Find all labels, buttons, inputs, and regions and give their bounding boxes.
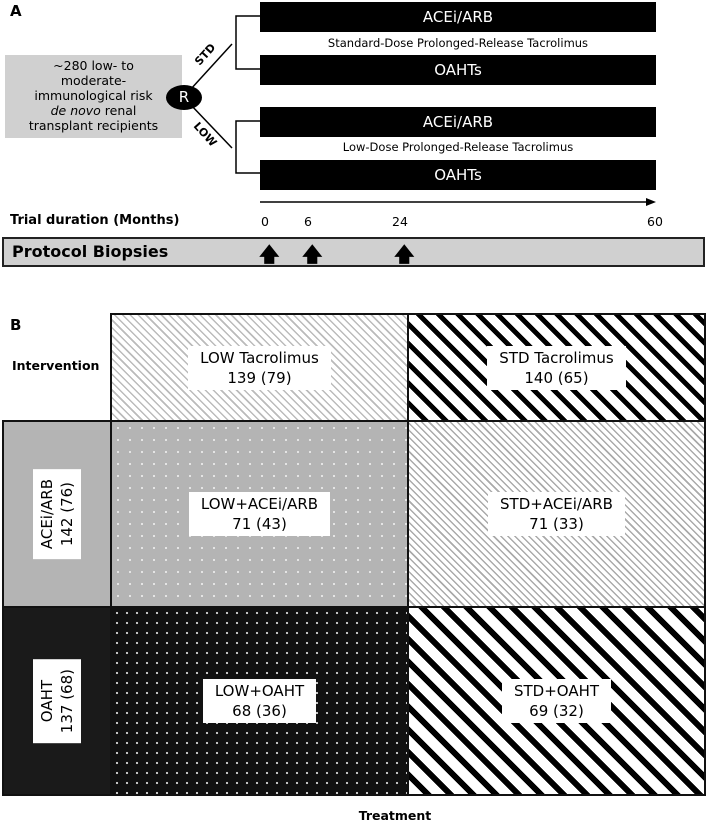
- std-acei-bar: ACEi/ARB: [260, 2, 656, 32]
- cell-count: 71 (33): [529, 515, 584, 533]
- cell-name: STD+ACEi/ARB: [500, 495, 613, 513]
- low-acei-arb-label: LOW+ACEi/ARB 71 (43): [188, 492, 331, 536]
- cell-name: LOW+OAHT: [214, 682, 305, 700]
- low-acei-bar: ACEi/ARB: [260, 107, 656, 137]
- cell-name: LOW+ACEi/ARB: [200, 495, 319, 513]
- trial-duration-label: Trial duration (Months): [10, 213, 180, 228]
- cell-count: 142 (76): [58, 481, 76, 547]
- cell-count: 68 (36): [232, 702, 287, 720]
- low-caption: Low-Dose Prolonged-Release Tacrolimus: [342, 140, 574, 154]
- tick-0: 0: [261, 214, 269, 229]
- low-acei-arb-cell: LOW+ACEi/ARB 71 (43): [110, 420, 409, 608]
- population-text: renal: [100, 103, 137, 118]
- std-oaht-bar: OAHTs: [260, 55, 656, 85]
- cell-name: ACEi/ARB: [38, 478, 56, 550]
- std-acei-arb-label: STD+ACEi/ARB 71 (33): [488, 492, 625, 536]
- cell-name: STD+OAHT: [513, 682, 600, 700]
- panel-a-label: A: [10, 2, 22, 20]
- randomization-tree: [189, 15, 656, 206]
- std-oaht-label: STD+OAHT 69 (32): [501, 679, 612, 723]
- cell-name: STD Tacrolimus: [499, 348, 614, 367]
- arrow-up-icon: 🡅: [302, 242, 323, 266]
- tick-60: 60: [647, 214, 663, 229]
- intervention-label: Intervention: [12, 358, 100, 373]
- population-line: transplant recipients: [28, 118, 159, 133]
- cell-count: 71 (43): [232, 515, 287, 533]
- tick-24: 24: [392, 214, 408, 229]
- low-oaht-cell: LOW+OAHT 68 (36): [110, 606, 409, 796]
- cell-count: 137 (68): [58, 668, 76, 734]
- panel-b-label: B: [10, 316, 22, 334]
- treatment-label: Treatment: [358, 808, 432, 823]
- protocol-biopsies-row: Protocol Biopsies 🡅 🡅 🡅: [2, 237, 705, 267]
- population-line: immunological risk: [34, 88, 153, 103]
- population-line: ~280 low- to: [53, 58, 134, 73]
- tick-6: 6: [304, 214, 312, 229]
- de-novo-text: de novo: [50, 103, 101, 118]
- std-acei-arb-cell: STD+ACEi/ARB 71 (33): [407, 420, 706, 608]
- population-line: moderate-: [60, 73, 127, 88]
- protocol-biopsies-label: Protocol Biopsies: [12, 242, 169, 261]
- cell-name: LOW Tacrolimus: [200, 348, 319, 367]
- std-caption: Standard-Dose Prolonged-Release Tacrolim…: [327, 36, 589, 50]
- cell-name: OAHT: [38, 679, 56, 723]
- arrow-up-icon: 🡅: [394, 242, 415, 266]
- population-line: de novo renal: [5, 103, 182, 118]
- std-oaht-cell: STD+OAHT 69 (32): [407, 606, 706, 796]
- cell-count: 139 (79): [227, 368, 292, 387]
- population-box: ~280 low- to moderate- immunological ris…: [5, 55, 182, 138]
- cell-count: 140 (65): [524, 368, 589, 387]
- randomization-node: R: [166, 85, 202, 110]
- arrow-up-icon: 🡅: [259, 242, 280, 266]
- low-oaht-bar: OAHTs: [260, 160, 656, 190]
- low-oaht-label: LOW+OAHT 68 (36): [202, 679, 317, 723]
- cell-count: 69 (32): [529, 702, 584, 720]
